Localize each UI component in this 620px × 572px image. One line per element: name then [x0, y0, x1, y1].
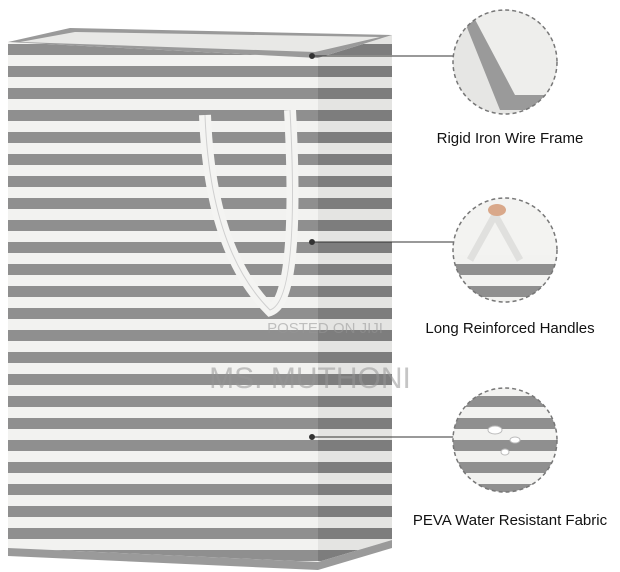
watermark-seller: MS. MUTHONI — [209, 362, 411, 395]
feature-label-frame: Rigid Iron Wire Frame — [436, 130, 584, 147]
feature-label-handles: Long Reinforced Handles — [425, 320, 595, 337]
handle-closeup-icon — [452, 197, 558, 303]
callout-lines — [309, 53, 455, 440]
watermark-posted: POSTED ON JIJI — [267, 320, 383, 337]
feature-label-fabric: PEVA Water Resistant Fabric — [412, 512, 608, 529]
laundry-basket — [8, 28, 392, 570]
water-droplets-closeup-icon — [452, 387, 558, 493]
wire-frame-closeup-icon — [452, 9, 558, 115]
